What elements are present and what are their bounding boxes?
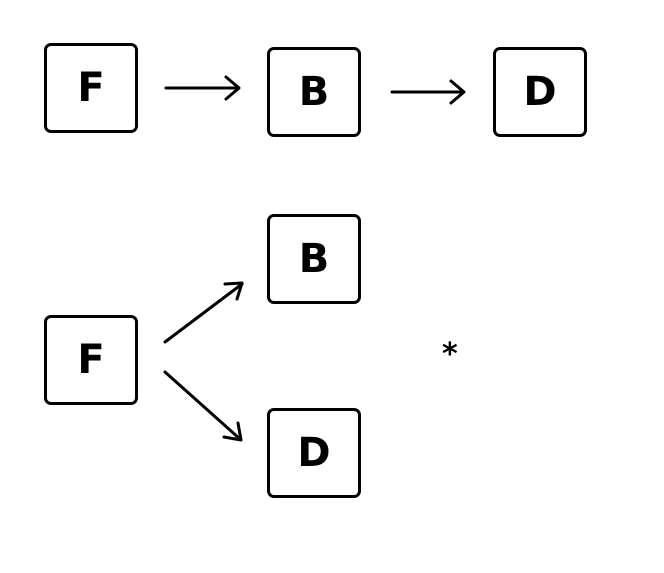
- node-f-branch: F: [44, 315, 138, 405]
- arrow-f-to-b: [164, 75, 241, 101]
- node-f-top: F: [44, 43, 138, 133]
- node-d-top: D: [493, 47, 587, 137]
- arrow-f-to-d-branch: [163, 370, 243, 442]
- node-b-top: B: [267, 47, 361, 137]
- asterisk-marker: *: [442, 337, 458, 372]
- node-label: D: [297, 430, 331, 476]
- arrow-f-to-b-branch: [163, 281, 244, 344]
- arrow-b-to-d: [390, 79, 466, 105]
- node-label: D: [523, 69, 557, 115]
- node-label: F: [77, 337, 105, 383]
- node-b-branch: B: [267, 214, 361, 304]
- node-label: B: [298, 236, 330, 282]
- node-label: B: [298, 69, 330, 115]
- node-label: F: [77, 65, 105, 111]
- node-d-branch: D: [267, 408, 361, 498]
